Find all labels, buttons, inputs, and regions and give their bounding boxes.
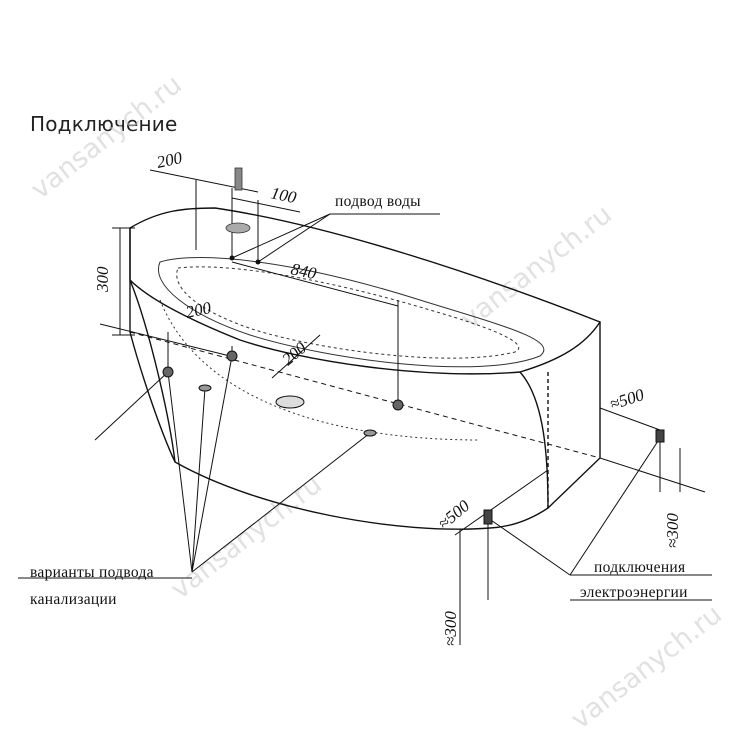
dim-200-mid: 200: [184, 298, 213, 322]
dim-300-right: ≈300: [663, 513, 682, 548]
drain-option-3-icon: [392, 399, 404, 411]
dim-100: 100: [269, 183, 298, 207]
watermark-1: vansanych.ru: [25, 69, 188, 206]
drain-label-line1: варианты подвода: [30, 564, 154, 581]
power-label-line1: подключения: [594, 559, 685, 576]
drain-option-1-icon: [162, 366, 174, 378]
overflow-icon: [275, 395, 305, 409]
fixtures: [162, 167, 665, 525]
watermark-4: vansanych.ru: [565, 599, 728, 736]
power-label-line2: электроэнергии: [580, 584, 688, 601]
drain-option-5-icon: [363, 429, 377, 437]
power-socket-right-icon: [655, 429, 665, 443]
tub-outline: [129, 207, 602, 530]
watermark-3: vansanych.ru: [165, 469, 328, 606]
faucet-base-icon: [225, 222, 251, 234]
tub-bowl: [158, 257, 545, 441]
dimension-lines: [18, 169, 712, 645]
dim-200-top: 200: [155, 148, 184, 172]
page-title: Подключение: [30, 112, 178, 136]
dim-300-bottom: ≈300: [441, 611, 460, 646]
dim-500-right: ≈500: [607, 385, 646, 414]
watermark-2: vansanych.ru: [455, 199, 618, 336]
power-socket-bottom-icon: [483, 509, 493, 525]
drain-option-4-icon: [198, 384, 212, 392]
water-inlet-2-icon: [255, 259, 261, 265]
dim-840: 840: [289, 259, 318, 283]
water-inlet-1-icon: [229, 255, 235, 261]
drain-label-line2: канализации: [30, 591, 117, 608]
dim-300-height: 300: [93, 266, 112, 293]
water-supply-label: подвод воды: [335, 193, 421, 210]
faucet-spout-icon: [234, 167, 243, 191]
callout-labels: подвод воды варианты подвода канализации…: [30, 193, 688, 608]
dim-500-bottom: ≈500: [434, 496, 473, 533]
drain-option-2-icon: [226, 350, 238, 362]
